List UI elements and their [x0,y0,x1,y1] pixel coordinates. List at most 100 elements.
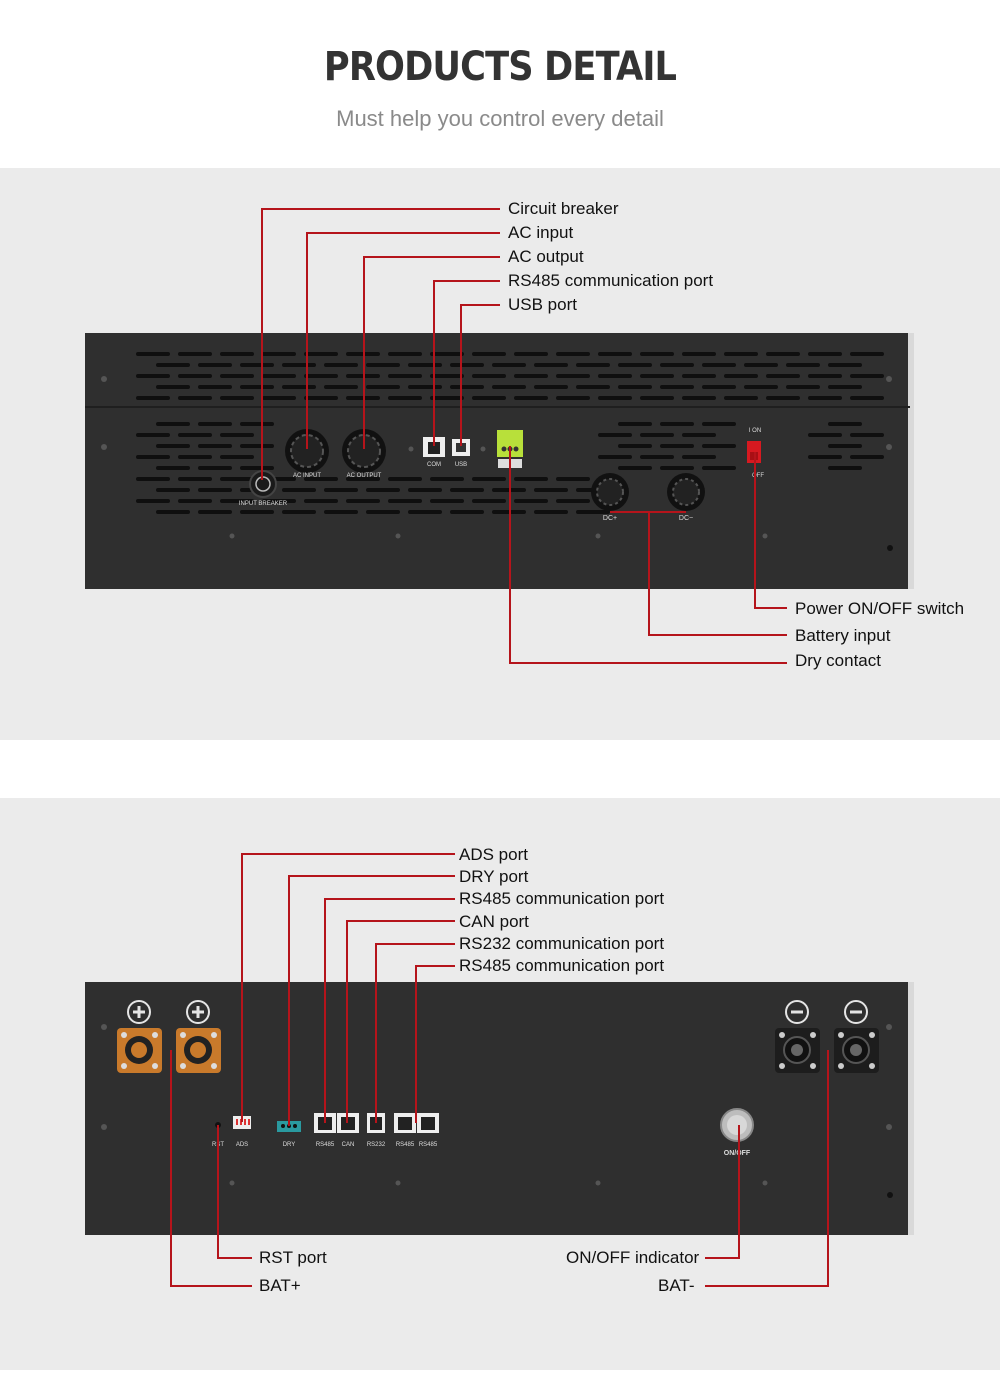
vent-slot [808,352,842,356]
inverter-leader-lines [261,208,787,664]
label-rst-port: RST port [259,1248,327,1267]
vent-slot [682,396,716,400]
vent-slot [808,396,842,400]
label-rs485-port-2: RS485 communication port [459,956,665,975]
vent-slot [156,422,190,426]
vent-slot [702,385,736,389]
vent-slot [702,363,736,367]
vent-slot [156,488,190,492]
vent-slot [850,352,884,356]
vent-slot [136,396,170,400]
rs485-port-icon [423,437,445,457]
vent-slot [724,396,758,400]
vent-slot [324,510,358,514]
vent-slot [450,385,484,389]
bat-plus-terminal-icon [176,1028,221,1073]
vent-slot [576,385,610,389]
vent-slot [220,477,254,481]
battery-screws [101,1024,892,1186]
vent-slot [324,488,358,492]
vent-slot [262,374,296,378]
can-text: CAN [342,1142,355,1148]
vent-slot [198,385,232,389]
vent-slot [430,374,464,378]
page-title: PRODUCTS DETAIL [323,44,677,90]
vent-slot [304,499,338,503]
vent-slot [240,444,274,448]
vent-slot [576,510,610,514]
usb-port-icon [452,439,470,456]
vent-slot [660,385,694,389]
vent-slot [682,455,716,459]
vent-slot [556,396,590,400]
vent-slot [240,422,274,426]
vent-slot [598,352,632,356]
vent-slot [618,422,652,426]
vent-slot [534,363,568,367]
vent-slot [450,510,484,514]
vent-slot [576,363,610,367]
plus-icon [186,1000,210,1024]
vent-slot [220,499,254,503]
vent-slot [304,396,338,400]
bat-plus-terminal-icon [117,1028,162,1073]
vent-slot [472,477,506,481]
vent-slot [240,510,274,514]
vent-slot [618,363,652,367]
vent-slot [430,352,464,356]
vent-slot [346,499,380,503]
vent-slot [198,422,232,426]
vent-slot [598,433,632,437]
vent-slot [828,444,862,448]
vent-slot [220,433,254,437]
vent-slot [408,510,442,514]
vent-slot [220,396,254,400]
vent-slot [744,385,778,389]
vent-slot [682,352,716,356]
label-rs232-port: RS232 communication port [459,934,665,953]
vent-slot [430,499,464,503]
vent-slot [640,455,674,459]
label-onoff-indicator: ON/OFF indicator [566,1248,700,1267]
vent-slot [472,374,506,378]
label-battery-input: Battery input [795,626,891,645]
vent-slot [304,352,338,356]
vent-slot [472,499,506,503]
label-dry-contact: Dry contact [795,651,881,670]
vent-slot [724,374,758,378]
vent-slot [640,433,674,437]
vent-slot [850,396,884,400]
vent-slot [178,396,212,400]
dc-minus-connector-icon [667,473,705,511]
vent-slot [808,374,842,378]
vent-slot [702,444,736,448]
vent-slot [282,488,316,492]
vent-slot [514,374,548,378]
vent-slot [766,396,800,400]
vent-slot [472,352,506,356]
vent-slot [598,374,632,378]
bat-minus-terminal-icon [775,1028,820,1073]
rs485-text: RS485 [316,1142,335,1148]
vent-slot [198,444,232,448]
rs485-text: RS485 [419,1142,438,1148]
switch-off-text: OFF [752,473,764,479]
vent-slot [178,499,212,503]
vent-slot [660,444,694,448]
vent-slot [660,466,694,470]
label-bat-plus: BAT+ [259,1276,301,1295]
vent-slot [660,422,694,426]
onoff-button-icon [720,1108,754,1142]
inverter-side-edge [908,333,914,589]
vent-slot [828,385,862,389]
rs485-port-icon [394,1113,416,1133]
vent-slot [492,363,526,367]
minus-icon [844,1000,868,1024]
vent-slot [618,466,652,470]
label-usb-port: USB port [508,295,577,314]
vent-slot [618,385,652,389]
label-can-port: CAN port [459,912,529,931]
bat-minus-terminal-icon [834,1028,879,1073]
